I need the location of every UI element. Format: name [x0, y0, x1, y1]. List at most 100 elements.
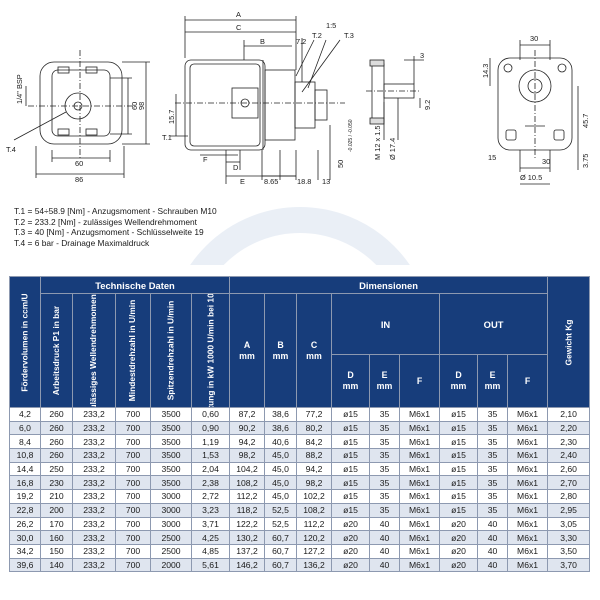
- table-cell: 122,2: [229, 516, 265, 532]
- table-cell: 260: [40, 448, 73, 463]
- header-arbeitsdruck: Arbeitsdruck P1 in bar: [40, 293, 73, 408]
- label-A: A: [236, 10, 241, 19]
- label-d14_3: 14.3: [481, 64, 490, 78]
- label-t2: T.2: [312, 31, 322, 40]
- table-cell: ø15: [331, 502, 370, 518]
- table-cell: 94,2: [296, 461, 332, 477]
- table-cell: 26,2: [9, 516, 41, 532]
- table-cell: 146,2: [229, 557, 265, 573]
- table-cell: M6x1: [399, 461, 440, 477]
- table-cell: M6x1: [399, 516, 440, 532]
- pump-spec-table: Fördervolumen in ccm/U Technische Daten …: [9, 276, 591, 573]
- table-cell: 3,30: [547, 530, 591, 545]
- shaft-detail: [366, 56, 424, 140]
- table-cell: 2,95: [547, 502, 591, 518]
- table-cell: 2,04: [191, 461, 230, 477]
- table-cell: 2,70: [547, 475, 591, 491]
- table-cell: 2,40: [547, 448, 591, 463]
- table-cell: ø15: [439, 489, 478, 504]
- table-cell: M6x1: [506, 434, 549, 450]
- table-cell: 45,0: [264, 461, 297, 477]
- table-cell: 40: [369, 530, 400, 545]
- table-cell: 60,7: [264, 530, 297, 545]
- table-cell: 35: [477, 489, 508, 504]
- table-cell: 35: [369, 502, 400, 518]
- note-t1: T.1 = 54÷58.9 [Nm] - Anzugsmoment - Schr…: [14, 206, 217, 216]
- table-cell: 137,2: [229, 543, 265, 559]
- table-cell: 3000: [150, 502, 192, 518]
- label-d15_7: 15.7: [167, 110, 176, 124]
- table-cell: 35: [477, 434, 508, 450]
- table-cell: M6x1: [399, 557, 440, 573]
- front-view: [13, 50, 150, 178]
- table-cell: 112,2: [229, 489, 265, 504]
- table-cell: ø15: [331, 489, 370, 504]
- table-cell: 4,85: [191, 543, 230, 559]
- label-d30b: 30: [542, 157, 550, 166]
- table-cell: 38,6: [264, 407, 297, 422]
- table-cell: M6x1: [506, 461, 549, 477]
- label-d45_7: 45.7: [581, 114, 590, 128]
- table-cell: 35: [369, 489, 400, 504]
- table-cell: ø20: [331, 557, 370, 573]
- table-cell: 108,2: [229, 475, 265, 491]
- table-cell: 700: [115, 489, 151, 504]
- table-cell: 233,2: [72, 420, 116, 436]
- table-cell: 250: [40, 461, 73, 477]
- table-cell: 52,5: [264, 516, 297, 532]
- table-cell: 35: [477, 407, 508, 422]
- table-cell: 3500: [150, 420, 192, 436]
- table-cell: ø15: [439, 434, 478, 450]
- label-h98: 98: [137, 102, 146, 110]
- table-cell: 35: [369, 461, 400, 477]
- table-cell: M6x1: [399, 434, 440, 450]
- note-t3: T.3 = 40 [Nm] - Anzugsmoment - Schlüssel…: [14, 227, 204, 238]
- table-cell: 2,38: [191, 475, 230, 491]
- table-cell: M6x1: [506, 407, 549, 422]
- table-cell: 233,2: [72, 448, 116, 463]
- table-cell: 233,2: [72, 516, 116, 532]
- table-cell: 233,2: [72, 475, 116, 491]
- table-cell: M6x1: [506, 475, 549, 491]
- table-cell: 40: [477, 530, 508, 545]
- table-cell: 40: [369, 516, 400, 532]
- table-cell: 260: [40, 420, 73, 436]
- table-cell: 700: [115, 407, 151, 422]
- label-d18_8: 18.8: [297, 177, 311, 186]
- table-cell: M6x1: [506, 448, 549, 463]
- table-cell: 30,0: [9, 530, 41, 545]
- table-cell: 45,0: [264, 475, 297, 491]
- flange-view: [489, 40, 579, 185]
- table-cell: 108,2: [296, 502, 332, 518]
- table-cell: 260: [40, 434, 73, 450]
- table-cell: 3500: [150, 475, 192, 491]
- header-foerdervolumen: Fördervolumen in ccm/U: [9, 276, 41, 408]
- table-cell: 45,0: [264, 448, 297, 463]
- table-cell: 233,2: [72, 543, 116, 559]
- header-out: OUT: [438, 292, 549, 356]
- table-cell: M6x1: [399, 407, 440, 422]
- table-cell: ø20: [439, 516, 478, 532]
- note-t2: T.2 = 233.2 [Nm] - zulässiges Wellendreh…: [14, 216, 198, 227]
- header-leistung: Leistung in kW 1000 U/min bei 100bar: [191, 293, 230, 408]
- table-cell: M6x1: [506, 502, 549, 518]
- table-cell: 5,61: [191, 557, 230, 573]
- label-w86: 86: [75, 175, 83, 184]
- table-cell: 35: [477, 502, 508, 518]
- label-w60: 60: [75, 159, 83, 168]
- table-cell: ø15: [439, 475, 478, 491]
- table-cell: ø15: [331, 407, 370, 422]
- label-d3: 3: [420, 51, 424, 60]
- table-cell: 1,19: [191, 434, 230, 450]
- table-cell: 700: [115, 420, 151, 436]
- table-cell: 200: [40, 502, 73, 518]
- table-cell: 2,10: [547, 407, 591, 422]
- table-cell: M6x1: [399, 543, 440, 559]
